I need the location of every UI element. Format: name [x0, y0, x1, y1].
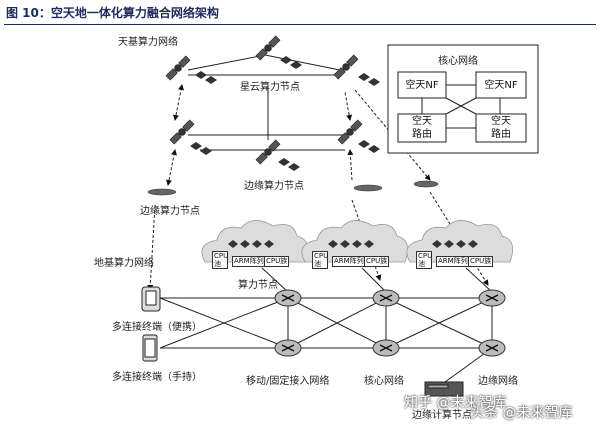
core-box-nf-right: 空天NF [484, 80, 518, 91]
ground-network-label: 地基算力网络 [94, 258, 154, 269]
core-box-nf-left: 空天NF [405, 80, 439, 91]
cloud2-cpu-chip: CPU族 [364, 256, 390, 267]
cloud3-arm-chip: ARM阵列 [436, 256, 470, 267]
title-divider [4, 24, 596, 25]
core-box-route-right: 空天 路由 [491, 116, 511, 140]
cloud2-arm-chip: ARM阵列 [332, 256, 366, 267]
nebula-node-label: 星云算力节点 [240, 82, 300, 93]
core-network-box [387, 44, 539, 154]
satellite-icons [165, 35, 363, 165]
cloud3-cpu-chip: CPU族 [468, 256, 494, 267]
space-links [187, 54, 345, 151]
edge-server-icon [424, 381, 464, 397]
mobile-fixed-access-label: 移动/固定接入网络 [246, 376, 330, 387]
space-network-label: 天基算力网络 [118, 37, 178, 48]
terminal-portable-label: 多连接终端（便携） [112, 322, 202, 333]
core-net-label: 核心网络 [364, 376, 404, 387]
core-network-title: 核心网络 [438, 56, 478, 67]
cloud3-cpu-pool-chip: CPU池 [416, 251, 433, 269]
cloud2-cpu-pool-chip: CPU池 [312, 251, 329, 269]
compute-node-label: 算力节点 [238, 280, 278, 291]
terminal-handheld-label: 多连接终端（手持） [112, 372, 202, 383]
cloud1-cpu-chip: CPU族 [264, 256, 290, 267]
core-box-route-left: 空天 路由 [412, 116, 432, 140]
aircraft-icons [147, 180, 439, 196]
watermark-toutiao: 头条 @未来智库 [470, 405, 573, 421]
terminal-icons [141, 286, 161, 362]
cloud-server-icons [228, 240, 478, 248]
router-icons [274, 289, 506, 357]
cloud1-cpu-pool-chip: CPU池 [212, 251, 229, 269]
server-cluster-icons [190, 56, 380, 171]
cloud1-arm-chip: ARM阵列 [232, 256, 266, 267]
edge-server-label: 边缘计算节点 [412, 410, 472, 421]
edge-node-left-label: 边缘算力节点 [140, 206, 200, 217]
ground-mesh-links [159, 267, 493, 383]
watermark-zhihu: 知乎 @未来智库 [404, 395, 507, 411]
figure-title: 图 10：空天地一体化算力融合网络架构 [6, 6, 219, 20]
edge-node-sky-label: 边缘算力节点 [244, 181, 304, 192]
edge-net-label: 边缘网络 [478, 376, 518, 387]
